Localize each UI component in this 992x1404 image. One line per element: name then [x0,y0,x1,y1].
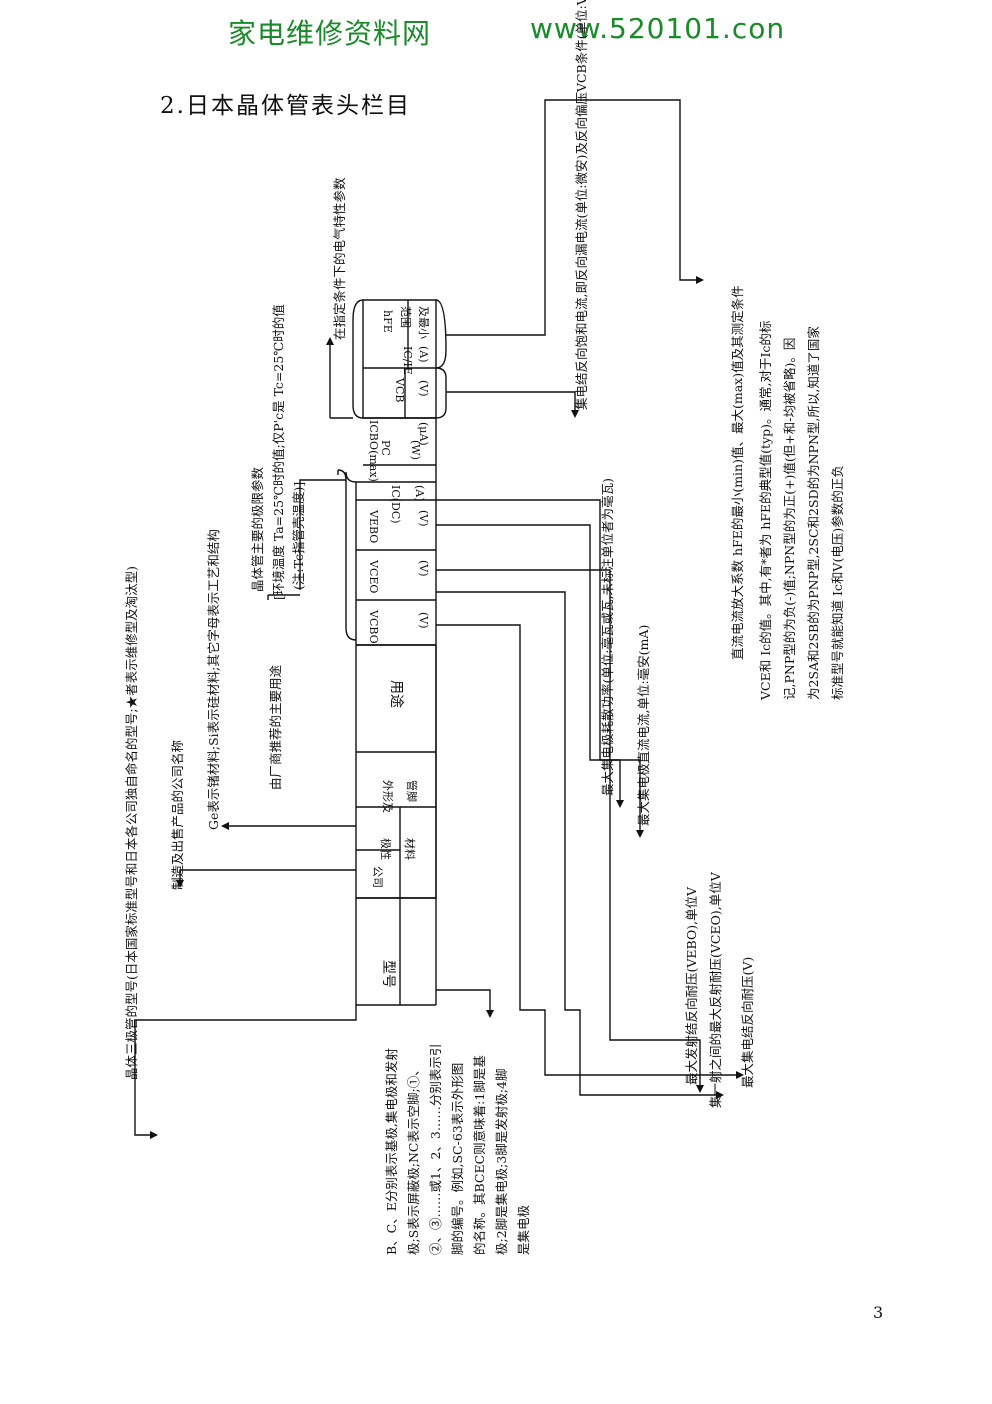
cell-icie: IC/IE [401,346,414,375]
cell-pc: PC [379,440,392,456]
note-pins-line: 的名称。其BCEC则意味着:1脚是基 [472,1055,487,1255]
leader-pins [436,989,491,1010]
cell-icie-unit: (A) [417,346,430,363]
note-usage: 由厂商推荐的主要用途 [268,664,283,790]
table-outline [355,299,437,1005]
cell-icbo-unit: (μA) [417,422,430,446]
note-company: 制造及出售产品的公司名称 [170,740,185,890]
note-pins-line: 脚的编号。例如,SC-63表示外形图 [450,1063,465,1255]
note-model: 晶体三极管的型号(日本国家标准型号和日本各公司独自命名的型号;★者表示维修型及淘… [124,566,139,1080]
note-pins-line: 极;2脚是集电极;3脚是发射极;4脚 [494,1069,509,1256]
cell-vebo-unit: (V) [417,510,430,527]
leader-company [179,869,356,880]
cell-vcb-unit: (V) [417,380,430,397]
note-pins-line: B、C、E分别表示基极,集电极和发射 [384,1048,399,1255]
leader-vcbo [436,624,740,1076]
note-pins-line: 是集电极 [516,1204,531,1255]
cell-vcbo: VCBO [367,609,380,644]
note-vebo: 最大发射结反向耐压(VEBO),单位V [684,886,699,1085]
note-icbo: 集电结反向饱和电流,即反向漏电流(单位:微安)及反向偏压VCB条件(单位:V) [574,0,589,410]
note-vceo: 集一射之间的最大反射耐压(VCEO),单位V [708,871,723,1108]
cell-material: 材料 [403,838,417,860]
cell-pins: 管脚 [405,780,419,802]
note-pins-line: 极;S表示屏蔽极;NC表示空脚;①、 [406,1063,421,1255]
cell-polarity: 极性 [379,838,393,860]
cell-ic-unit: (A) [413,485,426,502]
leader-model [134,1005,357,1136]
cell-company: 公司 [371,866,384,888]
cell-vceo-unit: (V) [417,560,430,577]
cell-usage: 用途 [388,680,405,708]
note-limit-line1: [环境温度 Ta=25℃时的值;仅P'c是 Tc=25℃时的值 [271,304,286,600]
leader-icbo [446,391,576,410]
note-limit-line2: (注:Tc指管壳温度)] [291,482,306,590]
brace-limits [337,469,357,641]
cell-icbo: ICBO(max) [367,420,380,482]
note-hfe-4: 为2SA和2SB的为PNP型,2SC和2SD的为NPN型,所以,知道了国家 [806,326,821,700]
watermark-site-name: 家电维修资料网 [228,17,432,50]
cell-ic: IC(DC) [389,485,402,524]
note-material: Ge表示锗材料;Si表示硅材料;其它字母表示工艺和结构 [206,529,221,830]
brace-electrical [352,299,364,419]
note-pins: B、C、E分别表示基极,集电极和发射极;S表示屏蔽极;NC表示空脚;①、 ②、③…… [384,1044,531,1255]
note-hfe-2: VCE和 Ic的值。其中,有*者为 hFE的典型值(typ)。通常,对于Ic的标 [758,321,773,701]
note-pc: 最大集电极耗散功率(单位:毫瓦或瓦,未标注单位者为毫瓦) [600,478,615,796]
note-hfe-3: 记,PNP型的为负(-)值;NPN型的为正(+)值(但+和-均被省略)。因 [782,338,797,700]
note-ic: 最大集电极直流电流,单位:毫安(mA) [636,625,651,826]
cell-pc-unit: (W) [409,440,422,460]
note-hfe-1: 直流电流放大系数 hFE的最小(min)值、最大(max)值及其测定条件 [730,285,745,660]
leader-vebo [436,569,701,1085]
table-cells: 型号 公司 极性 材料 外形及 管脚 用途 VCBO (V) VCEO (V) … [367,306,430,988]
annotations: 晶体三极管的型号(日本国家标准型号和日本各公司独自命名的型号;★者表示维修型及淘… [124,0,845,1108]
cell-model: 型号 [380,960,396,988]
cell-hfe: hFE [381,310,394,333]
cell-vceo: VCEO [367,559,380,593]
note-limit-title: 晶体管主要的极限参数 [250,466,265,592]
cell-vcbo-unit: (V) [417,612,430,629]
arrowheads [150,276,744,1139]
cell-vebo: VEBO [367,509,380,543]
leader-hfe [446,99,700,336]
cell-hfe-min: 及最小 [417,306,430,339]
note-pins-line: ②、③……或1、2、3……分别表示引 [428,1044,443,1255]
note-vcbo: 最大集电结反向耐压(V) [740,957,755,1088]
page-number: 3 [873,1303,884,1322]
note-hfe-5: 标准型号就能知道 Ic和V(电压)参数的正负 [830,465,845,700]
cell-outline: 外形及 [381,780,394,813]
leader-vceo [436,591,720,1096]
note-electrical: 在指定条件下的电气特性参数 [332,177,347,340]
leader-pc [436,499,621,800]
cell-vcb: VCB [393,377,406,402]
leader-ic [436,524,641,830]
section-title: 2.日本晶体管表头栏目 [160,93,411,119]
watermark-site-url: www.520101.con [530,12,786,45]
cell-hfe-range: 范围 [399,306,413,328]
